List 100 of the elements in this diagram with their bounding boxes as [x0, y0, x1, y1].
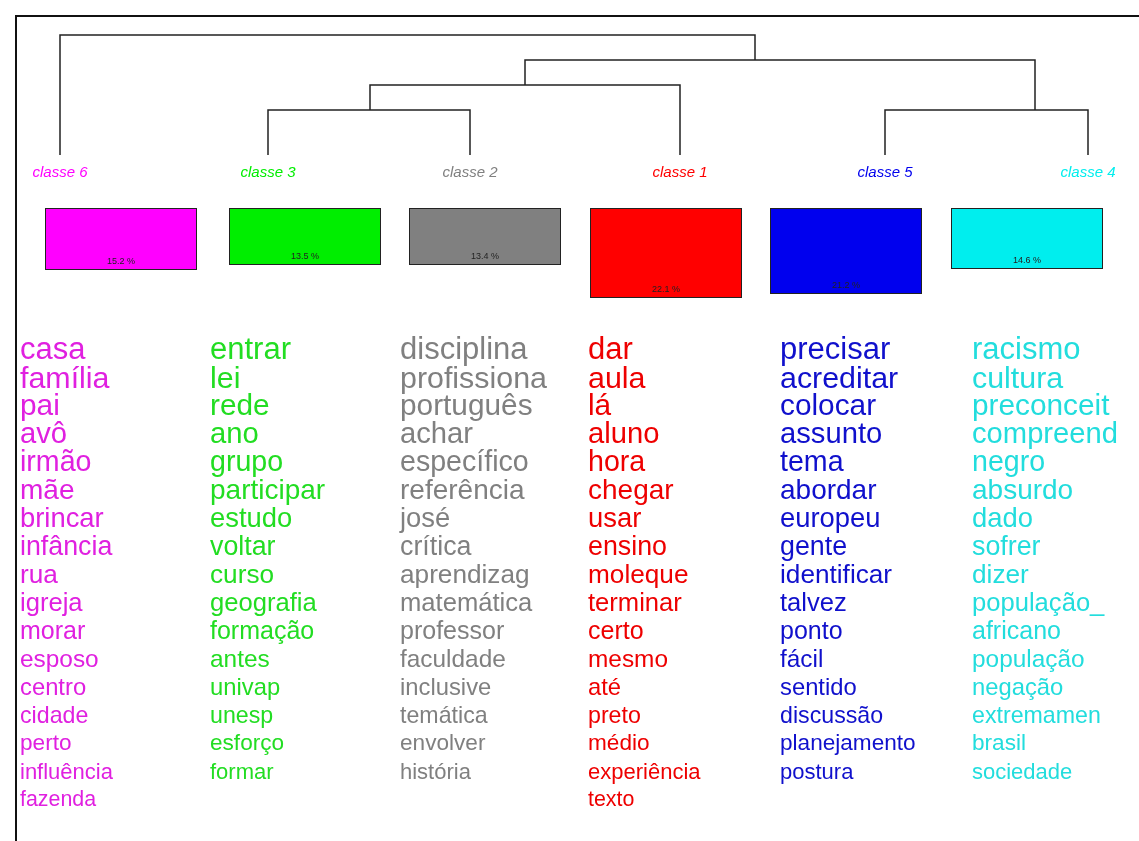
- word-label: estudo: [210, 504, 293, 532]
- word-label: infância: [20, 532, 113, 560]
- word-label: cultura: [972, 361, 1064, 392]
- word-label: texto: [588, 789, 635, 811]
- word-label: voltar: [210, 532, 276, 560]
- word-label: história: [400, 760, 471, 783]
- word-label: disciplina: [400, 333, 528, 364]
- word-label: postura: [780, 760, 854, 783]
- word-label: assunto: [780, 418, 883, 448]
- word-label: europeu: [780, 504, 881, 532]
- word-label: chegar: [588, 475, 674, 504]
- word-label: precisar: [780, 333, 891, 364]
- word-label: moleque: [588, 561, 689, 588]
- word-label: formar: [210, 760, 274, 783]
- word-label: identificar: [780, 561, 893, 588]
- word-label: lá: [588, 390, 612, 420]
- word-label: faculdade: [400, 646, 506, 671]
- word-label: dizer: [972, 561, 1029, 588]
- word-label: gente: [780, 532, 848, 560]
- word-label: sentido: [780, 675, 857, 699]
- word-label: médio: [588, 732, 650, 755]
- class-label: classe 1: [652, 163, 708, 180]
- word-label: irmão: [20, 447, 92, 476]
- word-label: extremamen: [972, 703, 1101, 727]
- word-label: influência: [20, 760, 113, 783]
- class-label: classe 6: [32, 163, 88, 180]
- word-label: talvez: [780, 589, 847, 616]
- word-label: mãe: [20, 475, 75, 504]
- word-label: planejamento: [780, 732, 916, 755]
- word-label: univap: [210, 675, 281, 699]
- word-label: sociedade: [972, 760, 1073, 783]
- word-label: casa: [20, 333, 86, 364]
- word-label: preconceit: [972, 390, 1110, 420]
- word-label: esforço: [210, 732, 285, 755]
- word-label: professor: [400, 618, 505, 643]
- word-label: racismo: [972, 333, 1081, 364]
- percentage-bar: 15.2 %: [45, 208, 197, 270]
- percentage-bar: 13.5 %: [229, 208, 381, 265]
- word-label: rede: [210, 390, 270, 420]
- word-label: dado: [972, 504, 1033, 532]
- word-label: geografia: [210, 589, 317, 616]
- word-label: matemática: [400, 589, 533, 616]
- word-label: ensino: [588, 532, 667, 560]
- word-label: brincar: [20, 504, 104, 532]
- word-label: curso: [210, 561, 275, 588]
- word-label: específico: [400, 447, 529, 476]
- class-label: classe 2: [442, 163, 498, 180]
- word-label: dar: [588, 333, 633, 364]
- word-label: família: [20, 361, 110, 392]
- percentage-bar: 21.2 %: [770, 208, 922, 294]
- word-label: morar: [20, 618, 86, 643]
- word-label: antes: [210, 646, 270, 671]
- class-label: classe 5: [857, 163, 913, 180]
- word-label: esposo: [20, 646, 99, 671]
- word-label: fazenda: [20, 789, 97, 811]
- word-label: aluno: [588, 418, 660, 448]
- word-label: igreja: [20, 589, 83, 616]
- word-label: inclusive: [400, 675, 492, 699]
- word-label: terminar: [588, 589, 682, 616]
- word-label: certo: [588, 618, 644, 643]
- word-label: preto: [588, 703, 641, 727]
- word-label: população_: [972, 589, 1105, 616]
- word-label: formação: [210, 618, 315, 643]
- word-label: colocar: [780, 390, 877, 420]
- word-label: população: [972, 646, 1085, 671]
- word-label: sofrer: [972, 532, 1041, 560]
- word-label: cidade: [20, 703, 89, 727]
- percentage-bar: 14.6 %: [951, 208, 1103, 269]
- word-label: africano: [972, 618, 1061, 643]
- word-label: grupo: [210, 447, 284, 476]
- word-label: ano: [210, 418, 259, 448]
- word-label: pai: [20, 390, 60, 420]
- word-label: crítica: [400, 532, 472, 560]
- word-label: rua: [20, 561, 58, 588]
- class-label: classe 4: [1060, 163, 1116, 180]
- word-label: usar: [588, 504, 642, 532]
- word-label: discussão: [780, 703, 884, 727]
- word-label: ponto: [780, 618, 843, 643]
- word-label: envolver: [400, 732, 486, 755]
- word-label: aprendizag: [400, 561, 530, 588]
- word-label: experiência: [588, 760, 701, 783]
- percentage-bar: 13.4 %: [409, 208, 561, 265]
- word-label: brasil: [972, 732, 1026, 755]
- word-label: tema: [780, 447, 844, 476]
- word-label: mesmo: [588, 646, 668, 671]
- word-label: hora: [588, 447, 646, 476]
- word-label: fácil: [780, 646, 824, 671]
- word-label: temática: [400, 703, 488, 727]
- word-label: perto: [20, 732, 72, 755]
- word-label: até: [588, 675, 622, 699]
- class-label: classe 3: [240, 163, 296, 180]
- word-label: josé: [400, 504, 451, 532]
- word-label: negação: [972, 675, 1064, 699]
- word-label: lei: [210, 361, 241, 392]
- word-label: unesp: [210, 703, 274, 727]
- word-label: entrar: [210, 333, 291, 364]
- word-label: centro: [20, 675, 87, 699]
- word-label: aula: [588, 361, 646, 392]
- percentage-bar: 22.1 %: [590, 208, 742, 298]
- word-label: abordar: [780, 475, 877, 504]
